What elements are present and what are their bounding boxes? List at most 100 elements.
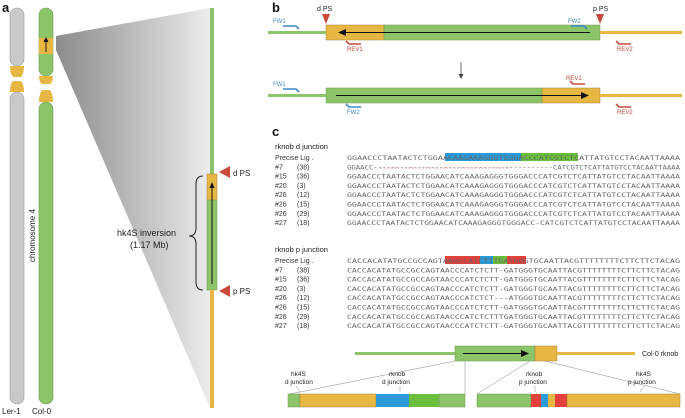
rknob-d-label-1: rknob	[389, 371, 406, 378]
p-ps-label-a: p PS	[233, 287, 250, 296]
col0-label: Col-0	[32, 407, 52, 416]
chromosome-4-label: chromosome 4	[28, 209, 37, 262]
rev2-label-bottom: REV2	[617, 110, 633, 116]
p-row-sequence: CACCACATATGCCGCCAGTAACCCATCTCTT-GATGGGTG…	[347, 277, 680, 284]
p-hl-green	[493, 256, 507, 264]
col0-chromosome	[38, 7, 54, 405]
d-row-count: (18)	[297, 220, 309, 227]
inversion-size: (1.17 Mb)	[130, 240, 169, 250]
d-row-count: (36)	[297, 174, 309, 181]
p-hl-red-2	[507, 256, 526, 264]
d-row-count: (3)	[297, 183, 306, 190]
inversion-label: hk4S inversion	[117, 228, 176, 238]
rev1-primer-bottom	[569, 80, 585, 85]
fw1-primer-bottom	[283, 88, 300, 93]
d-row-label: #7	[275, 164, 283, 171]
hk4s-p-label-1: hk4S	[636, 371, 651, 378]
panel-b-letter: b	[272, 0, 280, 15]
p-junction-detail	[476, 393, 681, 408]
p-row-label: #7	[275, 267, 283, 274]
p-ps-marker-b	[596, 14, 604, 24]
d-ps-marker-a	[219, 166, 230, 178]
d-ps-label-a: d PS	[233, 169, 250, 178]
p-row-sequence: CACCACATATGCCGCCAGTAACCCATCTCTTTGATGGGTG…	[347, 314, 680, 321]
d-row-label: #26	[275, 192, 287, 199]
d-row-label: Precise Lig .	[275, 155, 314, 162]
rev1-label-top: REV1	[347, 47, 363, 53]
zoomed-chromosome	[206, 8, 218, 408]
rknob-p-label-1: rknob	[526, 371, 543, 378]
construct-after	[268, 87, 682, 104]
d-row-sequence: GGAACCCTAATACTCTGGAACATCAAAGAGGGTGGGACCC…	[347, 183, 680, 190]
panel-c-letter: c	[272, 124, 279, 139]
p-row-sequence: CACCACATATGCCGCCAGTAACCCATCTCTT-GATGGGTG…	[347, 305, 680, 312]
d-row-sequence: GGAACCCTAATACTCTGGAACATCAAAGAGGGTGGGACC-…	[347, 220, 680, 227]
p-ps-marker-a	[219, 285, 230, 297]
d-row-label: #26	[275, 211, 287, 218]
d-row-sequence: GGAACCCTAATACTCTGGAACATCAAAGAGGGTGGGACCC…	[347, 211, 680, 218]
p-row-label: #27	[275, 323, 287, 330]
d-row-count: (12)	[297, 192, 309, 199]
expansion-lines	[289, 360, 681, 395]
ler1-label: Ler-1	[2, 407, 21, 416]
p-row-count: (3)	[297, 286, 306, 293]
rev2-label-top: REV2	[617, 47, 633, 53]
p-row-sequence: CACCACATATGCCGCCAGTAACCCATCTCTT-GATGGGTG…	[347, 286, 680, 293]
fw1-label-bottom: FW1	[273, 82, 286, 88]
hk4s-d-label-2: d junction	[285, 379, 313, 386]
p-row-count: (18)	[297, 323, 309, 330]
rev2-primer-bottom	[615, 103, 631, 108]
fw2-label-bottom: FW2	[347, 110, 360, 116]
rknob-p-label-2: p junction	[519, 379, 547, 386]
d-row-label: #15	[275, 174, 287, 181]
p-row-sequence: CACCACATATGCCGCCAGTAACCCATCTCT---ATGGGTG…	[347, 295, 680, 302]
fw2-primer-bottom	[345, 103, 361, 108]
d-ps-label-b: d PS	[317, 6, 333, 13]
d-row-label: #26	[275, 202, 287, 209]
p-row-label: #26	[275, 314, 287, 321]
p-row-sequence: CACCACATATGCCGCCAGTAACCCATCTCTT-GATGGGTG…	[347, 267, 680, 274]
d-row-sequence: GGAACCCTAATACTCTGGAACATCAAAGAGGGTGGGACCC…	[347, 202, 680, 209]
p-row-label: Precise Lig .	[275, 258, 314, 265]
d-row-count: (15)	[297, 202, 309, 209]
p-row-count: (12)	[297, 295, 309, 302]
col0-rknob-label: Col-0 rknob	[642, 351, 678, 358]
d-ps-marker-b	[322, 14, 330, 24]
d-junction-alignment: Precise Lig . GGAACCCTAATACTCTGGAACAAGAAA…	[275, 155, 680, 227]
p-row-count: (15)	[297, 305, 309, 312]
p-row-count: (36)	[297, 277, 309, 284]
ler1-chromosome	[9, 7, 25, 405]
d-row-sequence: GGAACC----------------------------------…	[347, 164, 680, 171]
p-row-count: (29)	[297, 314, 309, 321]
fw1-label-top: FW1	[273, 19, 286, 25]
p-hl-blue	[480, 256, 493, 264]
p-row-label: #20	[275, 286, 287, 293]
p-row-count: (38)	[297, 267, 309, 274]
p-row-label: #26	[275, 295, 287, 302]
d-junction-detail	[287, 393, 466, 408]
p-ps-label-b: p PS	[593, 6, 609, 13]
construct-before	[268, 24, 682, 41]
rev1-label-bottom: REV1	[566, 76, 582, 82]
d-row-sequence: GGAACCCTAATACTCTGGAACAAGAAAGGGTGGGACCCAT…	[347, 155, 680, 162]
d-junction-title: rknob d junction	[275, 142, 328, 151]
p-row-label: #15	[275, 277, 287, 284]
p-row-sequence: CACCACATATGCCGCCAGTAAGCCATCTTTGATGGGTGCA…	[347, 258, 680, 265]
p-junction-title: rknob p junction	[275, 245, 328, 254]
rev2-primer-top	[615, 40, 631, 45]
p-junction-alignment: Precise Lig . CACCACATATGCCGCCAGTAAGCCATC…	[275, 258, 680, 330]
inversion-brace	[188, 175, 204, 291]
p-row-sequence: CACCACATATGCCGCCAGTAACCCATCTCTT-GATGGGTG…	[347, 323, 680, 330]
hk4s-d-label-1: hk4S	[291, 371, 306, 378]
panel-a-letter: a	[2, 0, 10, 15]
fw2-label-top: FW2	[568, 19, 581, 25]
p-row-label: #26	[275, 305, 287, 312]
d-row-sequence: GGAACCCTAATACTCTGGAACATCAAAGAGGGTGGGACCC…	[347, 192, 680, 199]
zoom-projection	[56, 8, 210, 408]
fw1-primer-top	[283, 25, 300, 30]
p-hl-red-1	[445, 256, 480, 264]
rev1-primer-top	[345, 40, 361, 45]
d-hl-green	[521, 153, 578, 161]
d-hl-blue	[445, 153, 521, 161]
